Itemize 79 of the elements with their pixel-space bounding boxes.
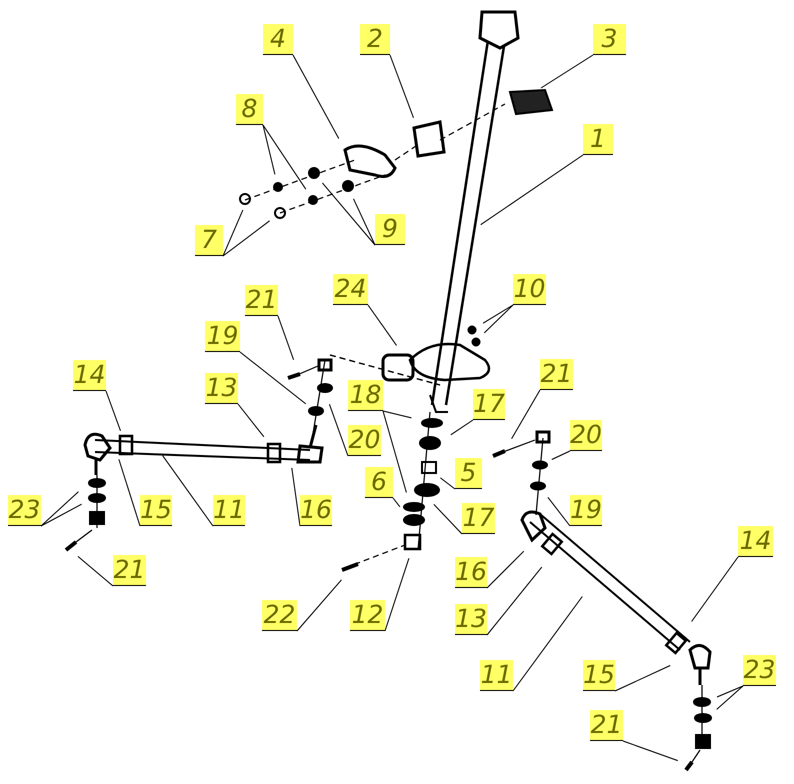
callout-number: 22: [262, 600, 297, 631]
leader-line: [278, 316, 294, 360]
leader-line: [450, 420, 474, 436]
callout-number: 6: [365, 467, 393, 498]
leader-line: [480, 154, 584, 226]
leader-line: [353, 198, 376, 246]
leader-line: [222, 220, 270, 256]
leader-line: [238, 404, 264, 438]
callout-number: 20: [348, 425, 381, 456]
callout-number: 23: [743, 655, 776, 686]
callout-number: 21: [245, 285, 278, 316]
callout-number: 11: [213, 495, 245, 526]
callout-number: 16: [300, 495, 332, 526]
callout-number: 18: [348, 380, 383, 411]
leader-line: [162, 455, 214, 526]
callout-number: 14: [738, 526, 773, 557]
leader-line: [222, 209, 244, 256]
callout-number: 13: [455, 604, 487, 635]
callout-number: 17: [473, 389, 505, 420]
callout-number: 10: [513, 274, 546, 305]
callout-number: 16: [455, 557, 487, 588]
callout-number: 7: [195, 225, 223, 256]
leader-line: [106, 390, 121, 432]
callout-number: 5: [455, 458, 482, 489]
callout-number: 13: [205, 373, 238, 404]
leader-line: [368, 304, 397, 346]
leader-line: [384, 558, 410, 632]
leader-line: [240, 352, 306, 404]
leader-line: [486, 550, 524, 588]
leader-line: [291, 467, 300, 526]
leader-line: [382, 410, 407, 493]
callout-number: 14: [73, 360, 106, 391]
callout-number: 23: [8, 495, 41, 526]
leader-line: [440, 477, 456, 490]
callout-number: 19: [205, 321, 240, 352]
leader-line: [512, 596, 583, 692]
leader-line: [40, 491, 79, 526]
callout-number: 11: [480, 660, 513, 691]
callout-number: 3: [593, 24, 626, 55]
leader-line: [322, 182, 376, 246]
leader-line: [262, 124, 276, 175]
leader-line: [40, 504, 82, 526]
leader-line: [540, 54, 594, 88]
leader-line: [77, 556, 114, 586]
callout-number: 2: [360, 24, 390, 55]
callout-number: 1: [583, 124, 613, 155]
leader-line: [482, 304, 514, 324]
leader-line: [511, 390, 540, 440]
leader-line: [262, 124, 306, 190]
leader-line: [296, 579, 342, 632]
callout-number: 4: [263, 24, 293, 55]
callout-number: 15: [583, 660, 615, 691]
leader-line: [484, 304, 514, 334]
callout-number: 15: [140, 495, 172, 526]
callout-number: 21: [113, 555, 146, 586]
leader-line: [292, 54, 340, 140]
leader-line: [547, 496, 570, 526]
leader-line: [716, 686, 744, 710]
callout-number: 12: [350, 600, 385, 631]
callout-number: 24: [333, 274, 368, 305]
leader-line: [551, 450, 570, 460]
callout-number: 21: [590, 710, 623, 741]
leader-line: [614, 665, 671, 692]
leader-line: [691, 556, 738, 622]
leader-line: [486, 566, 542, 636]
callout-number: 20: [570, 420, 602, 451]
leader-line: [433, 504, 462, 534]
leader-line: [390, 54, 414, 118]
callout-number: 9: [375, 214, 405, 245]
leader-line: [118, 458, 140, 526]
callout-number: 8: [236, 94, 263, 125]
leader-line: [382, 410, 412, 418]
leader-line: [716, 686, 744, 698]
leader-line: [622, 740, 678, 762]
leader-line: [392, 498, 400, 508]
leader-line: [328, 404, 348, 456]
callout-number: 17: [462, 503, 495, 534]
callout-number: 21: [540, 359, 573, 390]
callout-number: 19: [570, 495, 602, 526]
